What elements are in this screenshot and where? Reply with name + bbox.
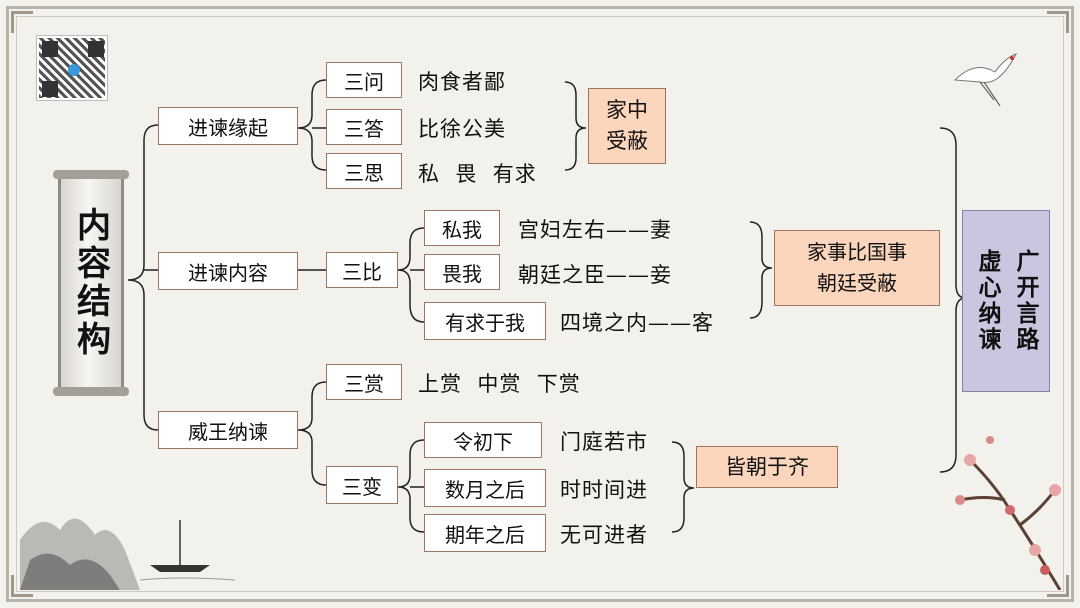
diagram-title: 内容结构	[70, 207, 111, 359]
item-label-box: 三答	[326, 109, 402, 145]
item-label-box: 畏我	[424, 254, 500, 290]
item-text: 时时间进	[560, 478, 648, 502]
summary-line: 家事比国事	[807, 240, 907, 264]
item-label-box: 数月之后	[424, 469, 546, 507]
item-text: 门庭若市	[560, 430, 648, 454]
branch-origin-box: 进谏缘起	[158, 107, 298, 145]
inner-frame	[16, 16, 1064, 592]
item-label-box: 令初下	[424, 422, 542, 458]
crane-icon	[953, 53, 1018, 107]
summary-line: 受蔽	[606, 129, 648, 153]
item-text: 宫妇左右——妻	[518, 218, 672, 242]
frame-corner	[11, 11, 33, 33]
frame-corner	[1047, 11, 1069, 33]
plum-blossom-icon	[955, 436, 1062, 590]
summary-box: 家中 受蔽	[588, 88, 666, 164]
frame-corner	[11, 575, 33, 597]
summary-line: 朝廷受蔽	[817, 271, 897, 295]
item-text: 四境之内——客	[560, 311, 714, 335]
summary-box: 皆朝于齐	[696, 446, 838, 488]
item-text: 肉食者鄙	[418, 70, 506, 94]
item-label-box: 有求于我	[424, 302, 546, 340]
change-box: 三变	[326, 466, 398, 504]
reward-box: 三赏	[326, 364, 402, 400]
conclusion-column: 虚心纳谏	[974, 249, 1001, 353]
branch-acceptance-box: 威王纳谏	[158, 411, 298, 449]
branch-content-box: 进谏内容	[158, 252, 298, 290]
qr-code-icon	[37, 36, 107, 100]
frame-corner	[1047, 575, 1069, 597]
conclusion-column: 广开言路	[1012, 249, 1039, 353]
item-label-box: 三问	[326, 62, 402, 98]
reward-text: 上赏 中赏 下赏	[418, 372, 581, 396]
item-label-box: 期年之后	[424, 514, 546, 552]
title-scroll: 内容结构	[53, 170, 129, 396]
summary-line: 家中	[606, 98, 648, 122]
landscape-icon	[20, 518, 236, 590]
item-text: 朝廷之臣——妾	[518, 263, 672, 287]
item-label-box: 私我	[424, 210, 500, 246]
item-text: 无可进者	[560, 523, 648, 547]
conclusion-box: 广开言路 虚心纳谏	[962, 210, 1050, 392]
outer-frame	[6, 6, 1074, 602]
item-text: 私 畏 有求	[418, 162, 537, 186]
comparison-box: 三比	[326, 252, 398, 288]
item-label-box: 三思	[326, 153, 402, 189]
item-text: 比徐公美	[418, 117, 506, 141]
summary-box: 家事比国事 朝廷受蔽	[774, 230, 940, 306]
